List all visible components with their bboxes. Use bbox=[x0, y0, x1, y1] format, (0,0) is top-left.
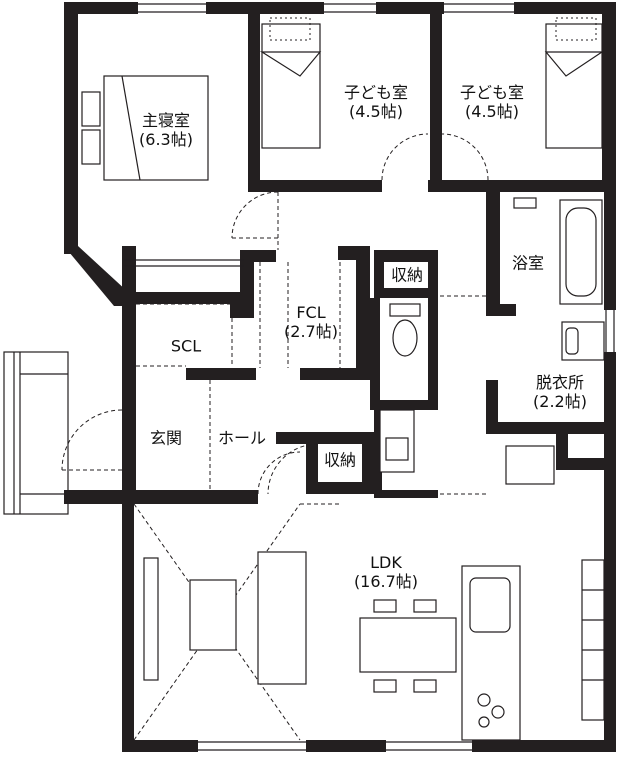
entrance-shoe-rack bbox=[505, 445, 555, 485]
room-label-hall: ホール bbox=[218, 429, 266, 448]
child2-bed bbox=[544, 17, 604, 149]
room-size: (2.2帖) bbox=[533, 392, 587, 411]
walls bbox=[64, 2, 616, 752]
room-size: (16.7帖) bbox=[353, 572, 419, 591]
room-name: 子ども室 bbox=[459, 83, 525, 102]
room-name: LDK bbox=[370, 553, 402, 572]
room-name: 主寝室 bbox=[141, 111, 190, 130]
room-name: FCL bbox=[296, 303, 326, 322]
washing-area bbox=[561, 321, 605, 361]
room-name: 浴室 bbox=[511, 253, 545, 273]
dining-set bbox=[359, 599, 457, 693]
kitchen-counter bbox=[461, 559, 605, 741]
room-size: (6.3帖) bbox=[139, 130, 193, 149]
room-label-dressing: 脱衣所 (2.2帖) bbox=[533, 373, 587, 411]
room-label-ldk: LDK (16.7帖) bbox=[354, 553, 418, 591]
room-name: ホール bbox=[217, 428, 267, 448]
room-label-storage2: 収納 bbox=[324, 451, 356, 470]
room-label-storage1: 収納 bbox=[391, 266, 423, 285]
room-label-child1: 子ども室 (4.5帖) bbox=[344, 83, 408, 121]
master-bed bbox=[81, 75, 209, 181]
bathtub bbox=[513, 197, 603, 305]
door-swings bbox=[61, 133, 489, 495]
child1-bed bbox=[259, 17, 322, 149]
toilet bbox=[379, 303, 421, 473]
dashed-lines bbox=[133, 192, 486, 741]
room-name: 収納 bbox=[390, 265, 424, 285]
room-name: 玄関 bbox=[149, 428, 183, 448]
room-label-fcl: FCL (2.7帖) bbox=[284, 303, 338, 341]
room-label-scl: SCL bbox=[171, 337, 201, 356]
room-size: (4.5帖) bbox=[349, 102, 403, 121]
room-name: 子ども室 bbox=[343, 83, 409, 102]
room-name: 収納 bbox=[323, 450, 357, 470]
room-size: (4.5帖) bbox=[465, 102, 519, 121]
windows bbox=[124, 3, 615, 751]
room-label-child2: 子ども室 (4.5帖) bbox=[460, 83, 524, 121]
balcony bbox=[3, 351, 69, 515]
room-size: (2.7帖) bbox=[284, 322, 338, 341]
room-label-master: 主寝室 (6.3帖) bbox=[139, 111, 193, 149]
room-name: SCL bbox=[170, 336, 202, 356]
room-label-entrance: 玄関 bbox=[150, 429, 182, 448]
room-name: 脱衣所 bbox=[535, 373, 584, 392]
sofa bbox=[143, 551, 307, 685]
room-label-bath: 浴室 bbox=[512, 254, 544, 273]
